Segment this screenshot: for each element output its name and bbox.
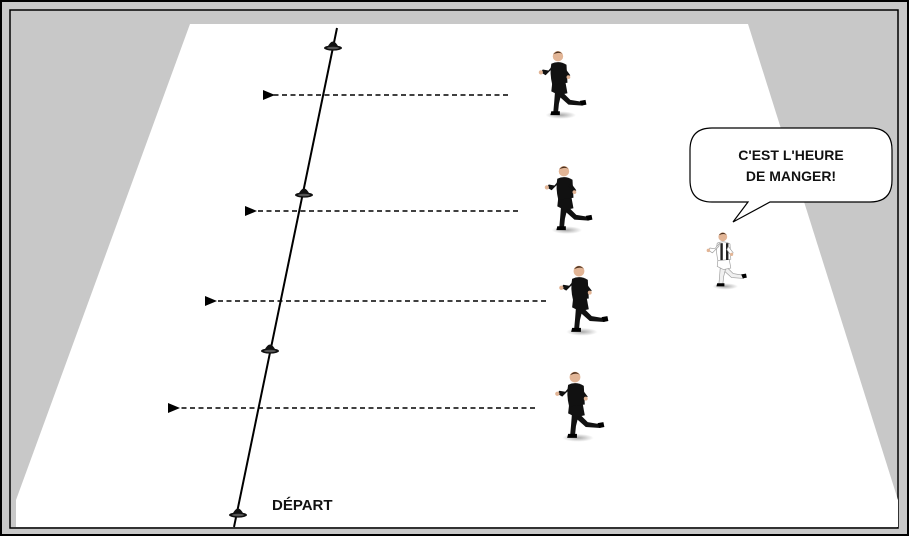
speech-bubble-shape xyxy=(689,127,893,223)
pitch-field xyxy=(16,24,898,527)
cone-marker-icon xyxy=(229,508,247,518)
running-player-icon xyxy=(559,265,609,336)
calling-player-icon xyxy=(706,232,747,290)
cone-marker-icon xyxy=(324,41,342,51)
speech-bubble-line2: DE MANGER! xyxy=(746,168,836,184)
running-player-icon xyxy=(544,165,593,234)
runners-group xyxy=(538,50,609,442)
arrows-group xyxy=(168,90,546,413)
speech-bubble: C'EST L'HEURE DE MANGER! xyxy=(689,127,893,223)
cone-marker-icon xyxy=(295,188,313,198)
running-player-icon xyxy=(538,50,587,119)
calling-player-body xyxy=(706,232,747,290)
speech-bubble-line1: C'EST L'HEURE xyxy=(738,147,843,163)
diagram-inner-border xyxy=(9,9,899,529)
start-label: DÉPART xyxy=(272,497,333,514)
running-player-icon xyxy=(555,371,605,442)
cone-marker-icon xyxy=(261,344,279,354)
cones-group xyxy=(229,41,342,518)
start-line xyxy=(233,27,338,528)
